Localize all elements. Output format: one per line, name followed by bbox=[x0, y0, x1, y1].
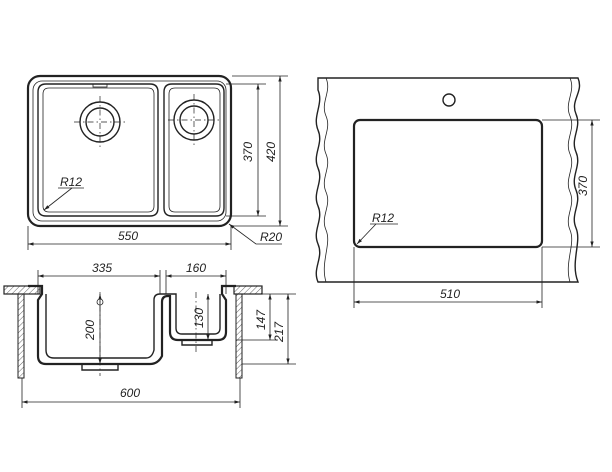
top-radius-outer-label: R20 bbox=[260, 230, 282, 244]
cutout-radius-label: R12 bbox=[372, 211, 394, 225]
sink-section-outer bbox=[28, 284, 236, 366]
section-total-width-dim: 600 bbox=[120, 386, 140, 400]
tap-hole-icon bbox=[442, 93, 456, 107]
top-width-dim: 550 bbox=[118, 229, 138, 243]
sink-cutout bbox=[352, 118, 544, 249]
cabinet-left-wall bbox=[17, 293, 25, 379]
big-bowl-outline bbox=[37, 83, 159, 217]
section-total-depth-dim: 217 bbox=[272, 321, 286, 343]
cabinet-right-wall bbox=[235, 293, 243, 379]
sink-inner-rim bbox=[32, 80, 227, 222]
small-drain-icon bbox=[168, 94, 220, 146]
small-bowl-inner bbox=[168, 87, 221, 213]
cutout-view: R12 510 370 bbox=[315, 77, 600, 308]
countertop-outline bbox=[315, 77, 581, 283]
top-radius-inner-label: R12 bbox=[60, 175, 82, 189]
section-small-depth-dim: 130 bbox=[192, 308, 206, 328]
countertop-right-slab bbox=[233, 285, 263, 295]
cutout-height-dim: 370 bbox=[576, 176, 590, 196]
sink-section-inner bbox=[45, 293, 221, 359]
section-view: 335 160 200 130 147 217 600 bbox=[3, 261, 296, 408]
small-drain-stub bbox=[181, 340, 213, 346]
sink-outer-outline bbox=[26, 74, 233, 228]
cutout-width-dim: 510 bbox=[440, 287, 460, 301]
big-bowl-inner bbox=[42, 87, 155, 213]
small-bowl-outline bbox=[163, 83, 225, 217]
section-side-depth-dim: 147 bbox=[254, 309, 268, 330]
big-drain-icon bbox=[74, 96, 126, 148]
overflow-slot bbox=[92, 83, 108, 88]
top-total-height-dim: 420 bbox=[264, 142, 278, 162]
top-view: R12 550 R20 370 420 bbox=[26, 74, 288, 250]
top-bowl-height-dim: 370 bbox=[241, 142, 255, 162]
section-big-depth-dim: 200 bbox=[83, 320, 97, 341]
section-small-bowl-dim: 160 bbox=[186, 261, 206, 275]
section-big-bowl-dim: 335 bbox=[92, 261, 112, 275]
countertop-left-slab bbox=[3, 285, 41, 295]
